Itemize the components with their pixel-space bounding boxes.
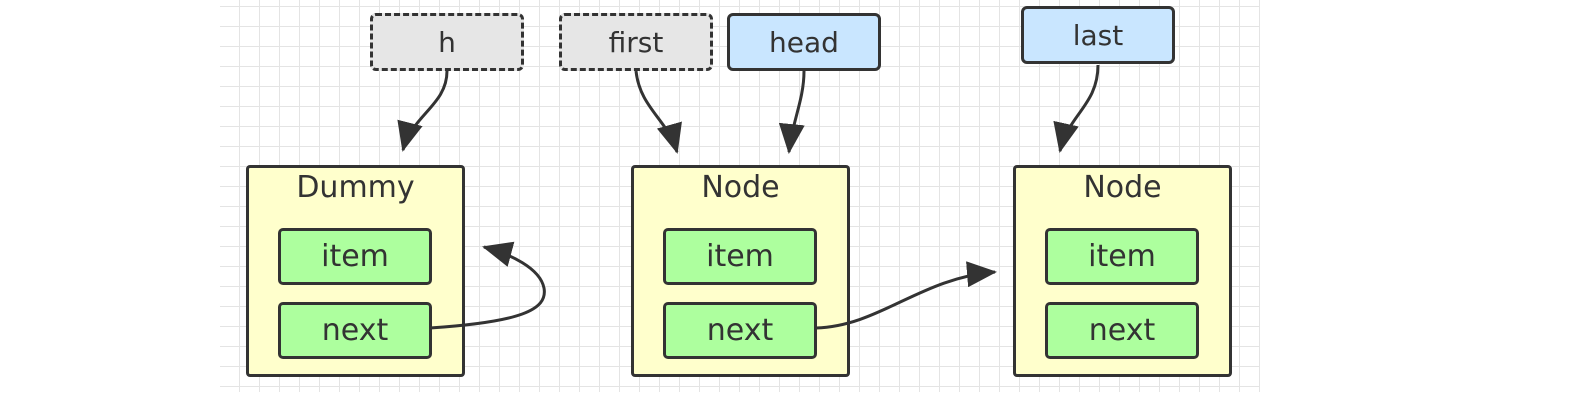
- node-dummy: Dummy item next: [246, 165, 465, 377]
- node-item-label: item: [321, 239, 389, 274]
- pointer-h-label: h: [438, 25, 456, 59]
- arrow-head-to-node: [778, 70, 806, 154]
- node-title: Dummy: [296, 170, 415, 205]
- pointer-last: last: [1021, 6, 1175, 64]
- node-next-label: next: [706, 313, 774, 348]
- node-next-field: next: [663, 302, 817, 359]
- node-item-field: item: [278, 228, 432, 285]
- pointer-head-label: head: [769, 25, 839, 59]
- node-next-field: next: [1045, 302, 1199, 359]
- arrow-first-to-node: [634, 70, 682, 154]
- arrow-dummy-self-loop: [429, 241, 546, 330]
- node-first: Node item next: [631, 165, 850, 377]
- pointer-h: h: [370, 13, 524, 71]
- node-next-label: next: [1088, 313, 1156, 348]
- pointer-first: first: [559, 13, 713, 71]
- pointer-first-label: first: [608, 25, 664, 59]
- arrow-h-to-dummy: [397, 70, 449, 152]
- node-item-field: item: [663, 228, 817, 285]
- node-title: Node: [701, 170, 780, 205]
- pointer-head: head: [727, 13, 881, 71]
- arrow-last-to-node: [1053, 64, 1100, 153]
- node-item-field: item: [1045, 228, 1199, 285]
- node-title: Node: [1083, 170, 1162, 205]
- node-item-label: item: [1088, 239, 1156, 274]
- node-last: Node item next: [1013, 165, 1232, 377]
- node-next-label: next: [321, 313, 389, 348]
- node-next-field: next: [278, 302, 432, 359]
- node-item-label: item: [706, 239, 774, 274]
- pointer-last-label: last: [1072, 18, 1124, 52]
- arrow-next-to-last-node: [815, 261, 997, 330]
